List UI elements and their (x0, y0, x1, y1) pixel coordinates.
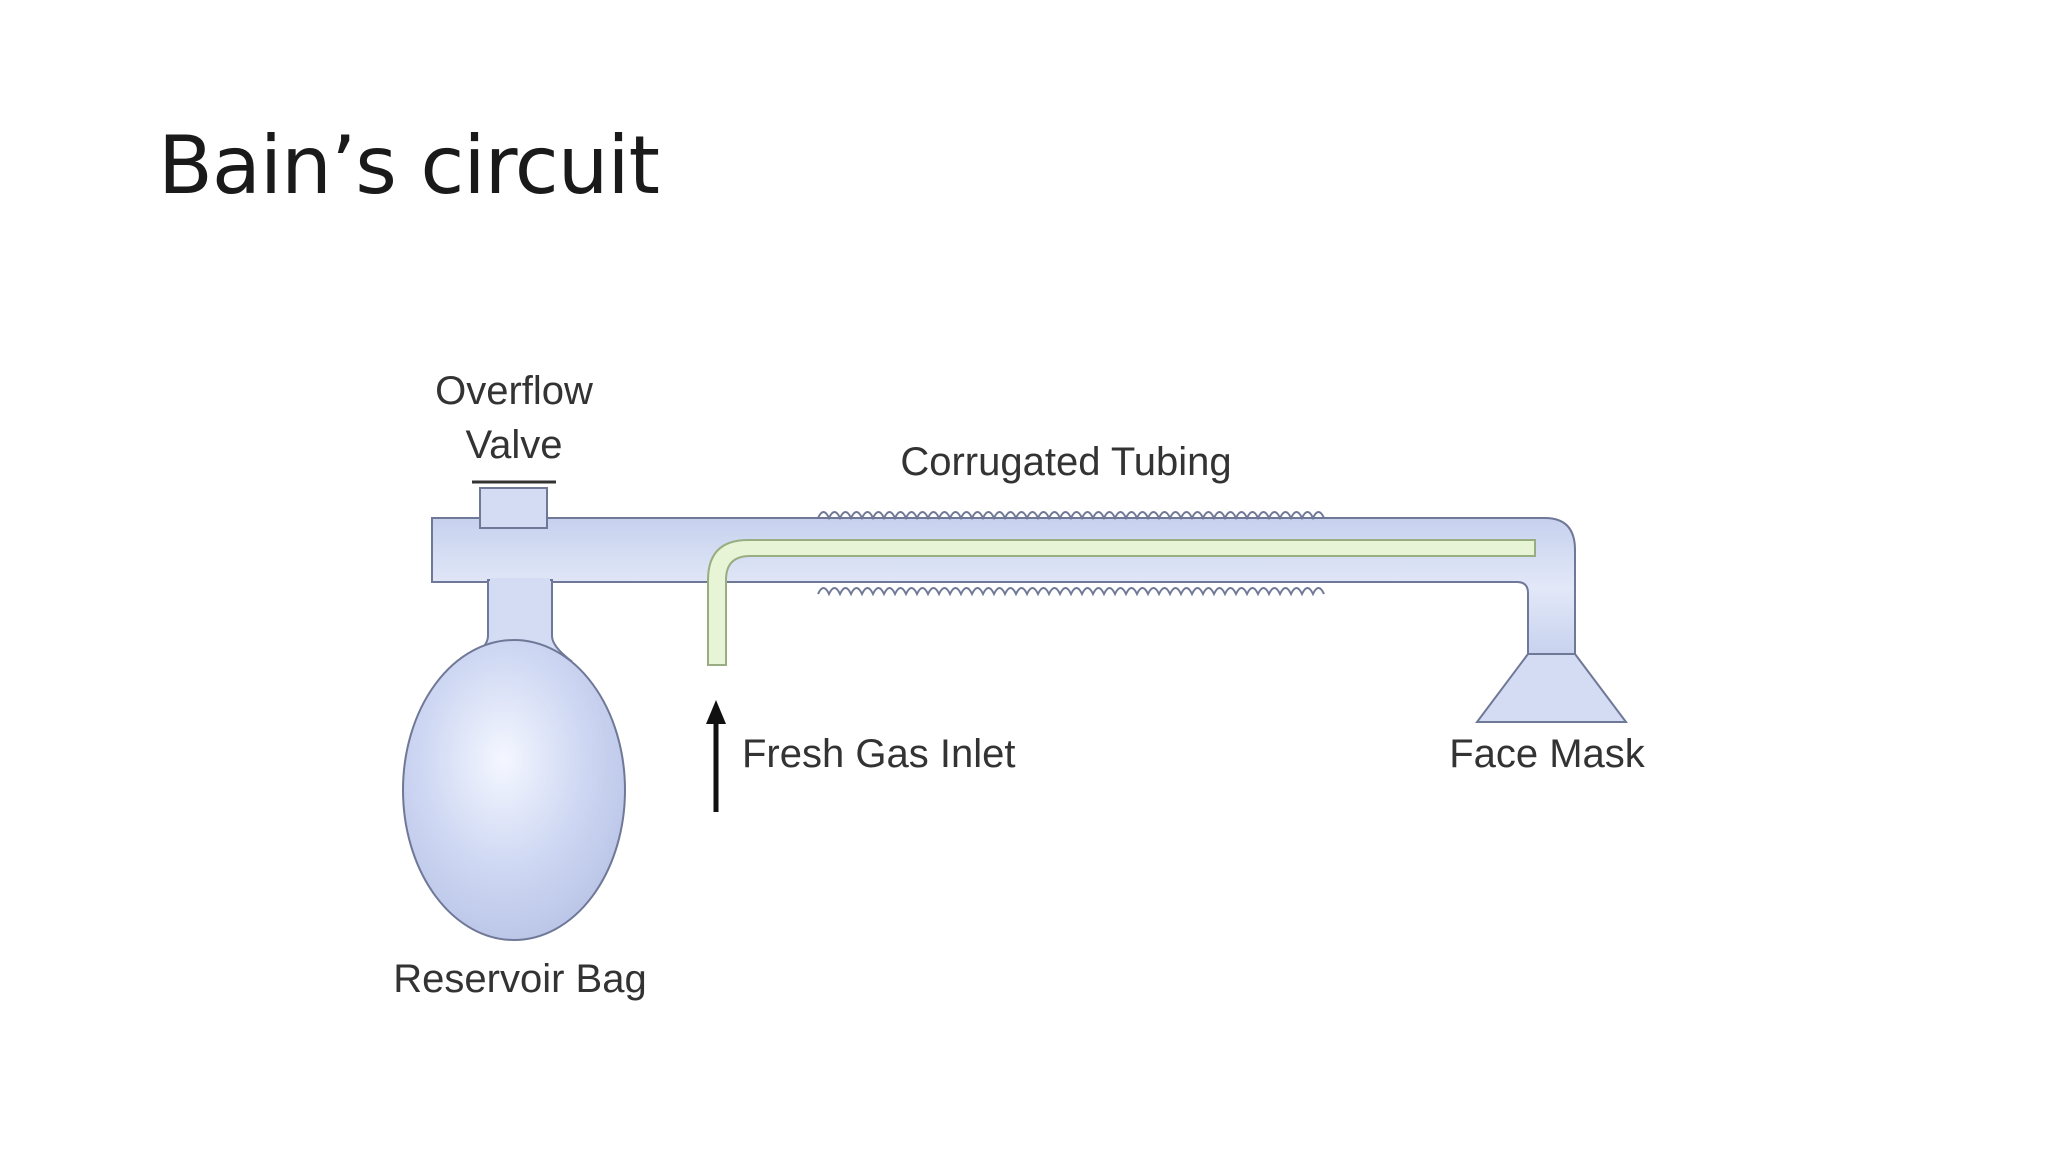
reservoir-bag (402, 639, 626, 941)
corrugation-bottom (817, 587, 1325, 597)
inner-fresh-gas-tube (707, 539, 1536, 666)
overflow-valve-stem (479, 487, 548, 529)
corrugation-top-ripple (817, 511, 1325, 521)
face-mask (1475, 653, 1628, 723)
reservoir-bag-label: Reservoir Bag (393, 957, 646, 1001)
fresh-gas-arrow (706, 700, 726, 812)
corrugation-top (817, 511, 1325, 521)
overflow-valve-label-line2: Valve (465, 423, 562, 467)
slide-title: Bain’s circuit (158, 119, 660, 212)
face-mask-label: Face Mask (1449, 732, 1646, 776)
overflow-valve-label-line1: Overflow (435, 369, 593, 413)
fresh-gas-inlet-label: Fresh Gas Inlet (742, 732, 1015, 776)
corrugated-tubing-label: Corrugated Tubing (900, 440, 1231, 484)
corrugation-bottom-ripple (817, 587, 1325, 597)
